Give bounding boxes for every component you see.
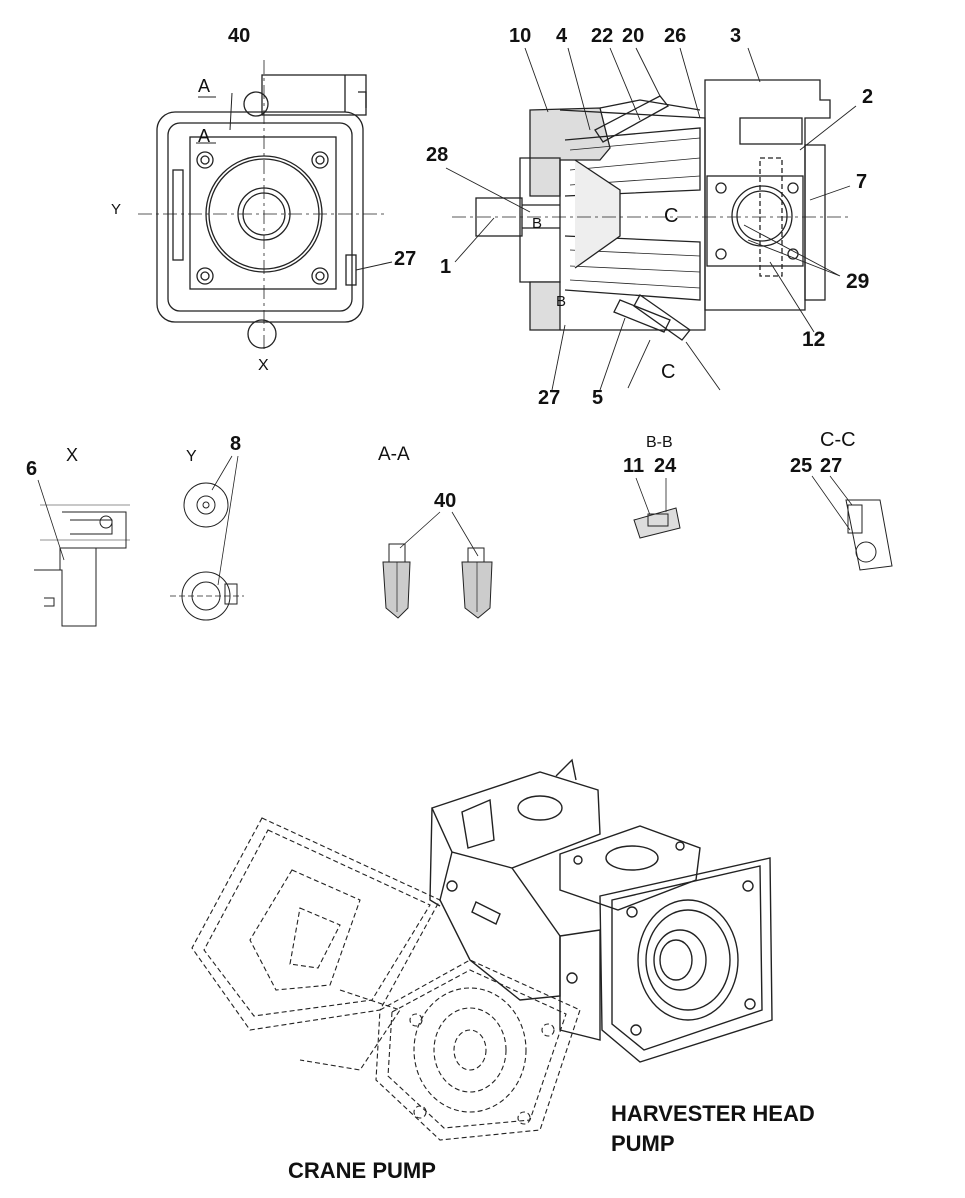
view-mark-y: Y xyxy=(111,201,122,218)
caption-harvester-head-line2: PUMP xyxy=(611,1131,675,1156)
view-mark-b-low: B xyxy=(556,293,567,310)
detail-title-view-y: Y xyxy=(186,448,197,465)
callout-24: 24 xyxy=(654,455,677,477)
section-aa-detail xyxy=(382,511,493,619)
caption-crane-pump: CRANE PUMP xyxy=(288,1158,436,1183)
crane-pump-dashed-outline xyxy=(191,817,581,1141)
view-mark-c-low: C xyxy=(661,361,676,383)
callout-3: 3 xyxy=(730,25,742,47)
harvester-head-pump-outline xyxy=(429,758,773,1063)
detail-title-section-bb: B-B xyxy=(646,434,673,451)
view-mark-a-top: A xyxy=(198,76,211,96)
section-bb-detail xyxy=(633,477,681,539)
callout-28: 28 xyxy=(426,144,449,166)
callout-26: 26 xyxy=(664,25,687,47)
callout-10: 10 xyxy=(509,25,532,47)
view-mark-x: X xyxy=(258,357,269,374)
view-mark-c-mid: C xyxy=(664,205,679,227)
callout-7: 7 xyxy=(856,171,868,193)
callout-8: 8 xyxy=(230,433,242,455)
section-cc-detail xyxy=(811,475,893,571)
view-mark-a-mid: A xyxy=(198,126,211,146)
callout-27-side: 27 xyxy=(538,387,561,409)
detail-view-x xyxy=(34,479,130,627)
callout-22: 22 xyxy=(591,25,614,47)
detail-title-view-x: X xyxy=(66,445,79,465)
caption-harvester-head-line1: HARVESTER HEAD xyxy=(611,1101,815,1126)
callout-2: 2 xyxy=(862,86,874,108)
callout-11: 11 xyxy=(623,455,645,477)
callout-6: 6 xyxy=(26,458,38,480)
detail-title-section-cc: C-C xyxy=(820,429,856,451)
callout-25: 25 xyxy=(790,455,813,477)
callout-40-top: 40 xyxy=(228,25,251,47)
front-view-pump xyxy=(138,60,393,352)
callout-4: 4 xyxy=(556,25,568,47)
callout-5: 5 xyxy=(592,387,604,409)
detail-title-section-aa: A-A xyxy=(378,444,410,465)
callout-27-front: 27 xyxy=(394,248,417,270)
side-section-pump xyxy=(445,47,857,391)
detail-view-y xyxy=(170,455,244,621)
callout-40-detail: 40 xyxy=(434,490,457,512)
callout-12: 12 xyxy=(802,328,826,351)
callout-1: 1 xyxy=(440,256,452,278)
callout-27-cc: 27 xyxy=(820,455,843,477)
callout-29: 29 xyxy=(846,270,870,293)
callout-20: 20 xyxy=(622,25,645,47)
view-mark-b-mid: B xyxy=(532,215,543,232)
